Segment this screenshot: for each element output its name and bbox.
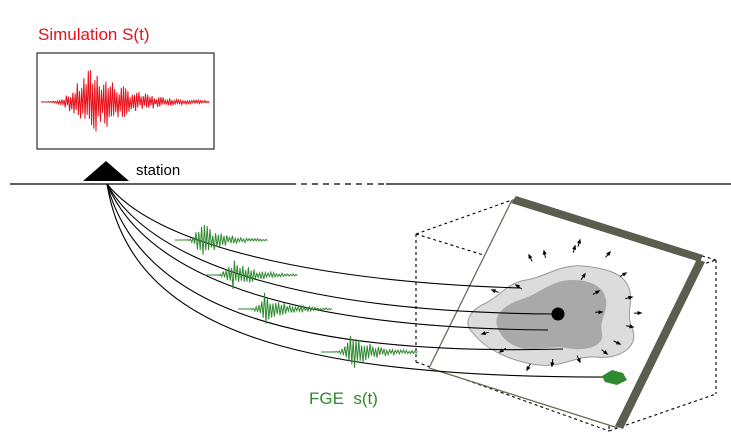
fault-plane-bottom-edge — [428, 367, 619, 429]
hypocenter-icon — [551, 307, 565, 321]
fault-plane-left-edge — [428, 199, 513, 369]
rupture-vector-arrowhead-icon — [595, 290, 601, 295]
fault-top-bar — [511, 196, 703, 262]
ray-path-4 — [106, 183, 564, 351]
rupture-vector-arrowhead-icon — [550, 362, 555, 368]
fge-trace-4 — [321, 335, 418, 368]
rupture-vector-arrowhead-icon — [629, 324, 635, 329]
rupture-vector-arrowhead-icon — [542, 249, 547, 255]
rupture-vector-arrowhead-icon — [528, 253, 533, 259]
rupture-vector-arrowhead-icon — [581, 272, 586, 278]
ray-path-2 — [106, 183, 559, 315]
fge-trace-3 — [238, 292, 333, 324]
station-label: station — [136, 162, 180, 179]
fault-side-bar — [615, 259, 705, 429]
subfault-marker — [602, 370, 627, 385]
rupture-vector-arrowhead-icon — [622, 272, 628, 277]
rupture-vector-arrowhead-icon — [526, 366, 531, 372]
ray-paths — [106, 183, 612, 378]
fge-label: FGE s(t) — [309, 389, 378, 408]
rupture-vector-arrowhead-icon — [603, 350, 609, 355]
rupture-vector-arrowhead-icon — [490, 289, 496, 294]
station-triangle-icon — [83, 161, 129, 181]
ray-path-5 — [106, 183, 612, 378]
rupture-vector-arrowhead-icon — [637, 311, 643, 315]
rupture-vector-arrowhead-icon — [616, 340, 622, 345]
rupture-vector-arrowhead-icon — [628, 295, 634, 300]
rupture-vector-arrowhead-icon — [480, 331, 486, 335]
simulation-trace — [40, 70, 210, 132]
rupture-vector-arrowhead-icon — [576, 358, 581, 364]
rupture-vector-arrowhead-icon — [606, 250, 611, 256]
ray-path-3 — [106, 183, 549, 331]
rupture-vectors — [480, 238, 643, 372]
rupture-vector-arrowhead-icon — [572, 244, 577, 250]
fge-trace-1 — [175, 224, 268, 255]
rupture-vector-arrowhead-icon — [514, 284, 520, 289]
simulation-title: Simulation S(t) — [38, 25, 149, 44]
ray-path-1 — [106, 183, 521, 289]
rupture-vector-arrowhead-icon — [598, 310, 604, 315]
rupture-vector-arrowhead-icon — [577, 238, 581, 244]
fge-trace-2 — [205, 260, 298, 290]
rupture-vector-arrowhead-icon — [498, 348, 504, 353]
slip-region-inner — [496, 280, 607, 350]
